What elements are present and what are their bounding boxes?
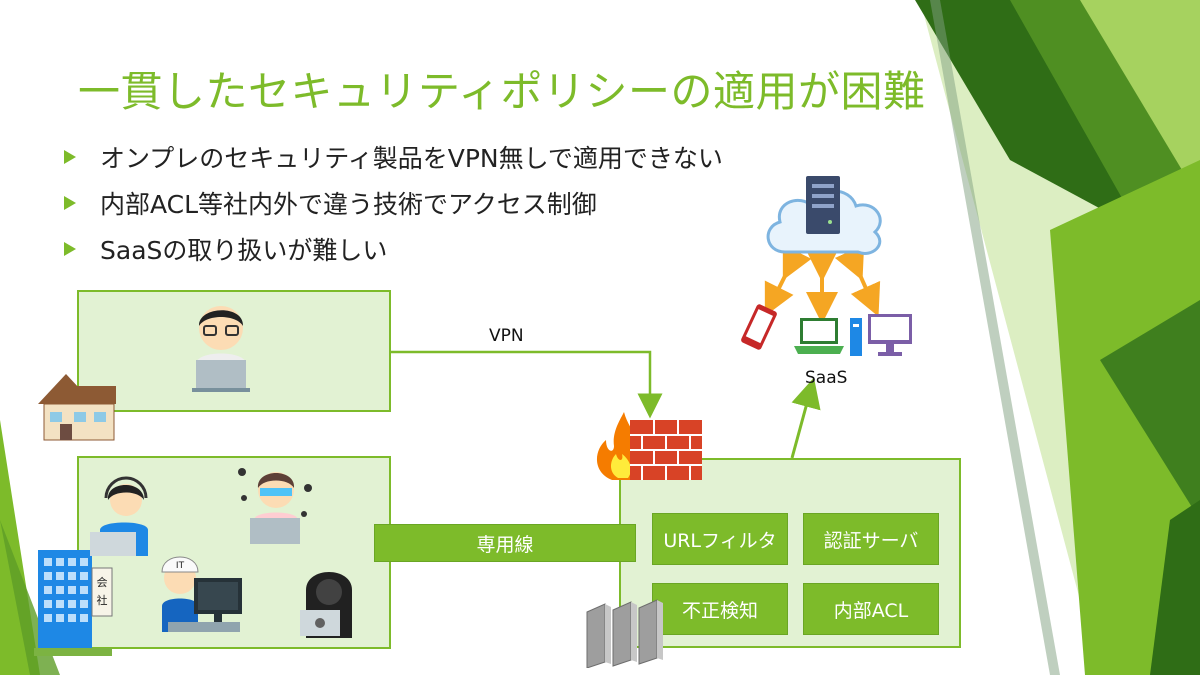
vpn-label: VPN <box>489 326 524 346</box>
desktop-computer-icon <box>850 314 912 356</box>
saas-arrow <box>790 377 821 459</box>
saas-label: SaaS <box>805 368 848 388</box>
hacker-icon <box>300 572 352 638</box>
it-worker-icon: IT <box>161 556 242 632</box>
vpn-line <box>391 350 663 419</box>
slide-title: 一貫したセキュリティポリシーの適用が困難 <box>78 67 926 116</box>
bullet-item: SaaSの取り扱いが難しい <box>64 226 723 272</box>
dedicated-line-bar: 専用線 <box>374 524 636 562</box>
it-helmet-text: IT <box>176 561 185 571</box>
bullet-item: 内部ACL等社内外で違う技術でアクセス制御 <box>64 180 723 226</box>
auth-server-box: 認証サーバ <box>803 513 939 565</box>
call-center-worker-icon <box>90 476 148 556</box>
office-building-icon: 会 社 <box>34 550 113 656</box>
bullet-list: オンプレのセキュリティ製品をVPN無しで適用できない 内部ACL等社内外で違う技… <box>64 134 723 272</box>
server-rack-icon <box>586 599 663 668</box>
bullet-arrow-icon <box>64 196 76 210</box>
internal-acl-box: 内部ACL <box>803 583 939 635</box>
bullet-text: オンプレのセキュリティ製品をVPN無しで適用できない <box>100 144 723 173</box>
intrusion-detection-box: 不正検知 <box>652 583 788 635</box>
firewall-icon <box>596 412 702 480</box>
bullet-text: SaaSの取り扱いが難しい <box>100 236 388 265</box>
house-icon <box>38 374 116 441</box>
building-sign-2: 社 <box>97 593 108 607</box>
smartphone-icon <box>741 304 777 350</box>
home-worker-icon <box>192 306 250 392</box>
bullet-item: オンプレのセキュリティ製品をVPN無しで適用できない <box>64 134 723 180</box>
url-filter-box: URLフィルタ <box>652 513 788 565</box>
building-sign-1: 会 <box>97 576 108 589</box>
cloud-server-icon <box>766 176 882 255</box>
bullet-arrow-icon <box>64 242 76 256</box>
bullet-arrow-icon <box>64 150 76 164</box>
laptop-icon <box>794 318 844 354</box>
stressed-worker-icon <box>238 468 312 544</box>
cloud-device-arrow <box>764 244 812 317</box>
bullet-text: 内部ACL等社内外で違う技術でアクセス制御 <box>100 190 597 219</box>
cloud-device-arrow <box>834 244 881 317</box>
